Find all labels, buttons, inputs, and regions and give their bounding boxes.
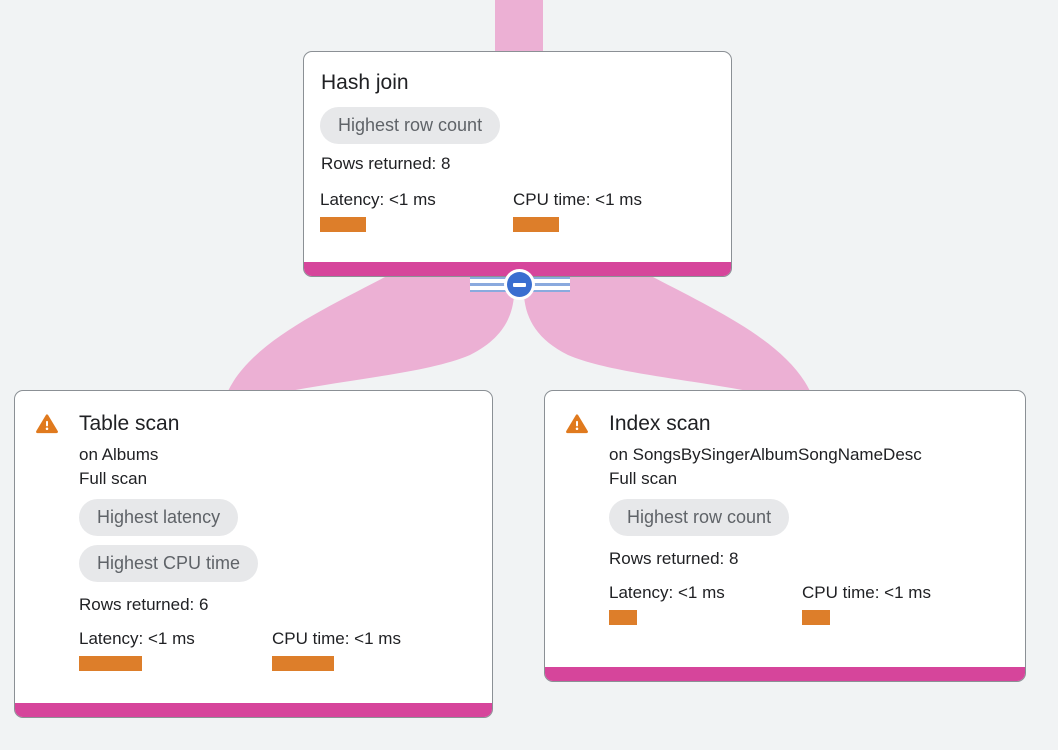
latency-bar — [609, 610, 637, 625]
node-table-scan[interactable]: Table scan on Albums Full scan Highest l… — [14, 390, 493, 718]
metrics-row: Latency: <1 ms CPU time: <1 ms — [320, 190, 715, 232]
rows-returned: Rows returned: 8 — [321, 154, 451, 173]
latency-label: Latency: <1 ms — [320, 190, 436, 209]
node-subtitle: on SongsBySingerAlbumSongNameDesc — [609, 445, 922, 464]
node-accent-bar — [15, 703, 492, 717]
rows-returned: Rows returned: 8 — [609, 549, 739, 568]
badge-highest-latency: Highest latency — [79, 499, 239, 536]
latency-label: Latency: <1 ms — [79, 629, 195, 648]
node-accent-bar — [545, 667, 1025, 681]
node-title: Index scan — [609, 412, 711, 435]
node-title: Hash join — [321, 71, 409, 94]
node-index-scan[interactable]: Index scan on SongsBySingerAlbumSongName… — [544, 390, 1026, 682]
rows-returned: Rows returned: 6 — [79, 595, 209, 614]
edge-left-child — [228, 277, 514, 391]
cpu-time-label: CPU time: <1 ms — [513, 190, 642, 209]
edge-right-child — [524, 277, 810, 391]
cpu-time-label: CPU time: <1 ms — [272, 629, 401, 648]
cpu-time-bar — [272, 656, 334, 671]
node-subtitle: on Albums — [79, 445, 159, 464]
collapse-minus-icon — [513, 283, 526, 287]
cpu-time-bar — [802, 610, 830, 625]
badge-highest-row-count: Highest row count — [320, 107, 501, 144]
collapse-children-button[interactable] — [507, 272, 532, 297]
metrics-row: Latency: <1 ms CPU time: <1 ms — [79, 629, 476, 671]
node-title: Table scan — [79, 412, 180, 435]
badge-highest-cpu-time: Highest CPU time — [79, 545, 259, 582]
latency-label: Latency: <1 ms — [609, 583, 725, 602]
cpu-time-label: CPU time: <1 ms — [802, 583, 931, 602]
cpu-time-bar — [513, 217, 559, 232]
node-hash-join[interactable]: Hash join Highest row count Rows returne… — [303, 51, 732, 277]
metrics-row: Latency: <1 ms CPU time: <1 ms — [609, 583, 1009, 625]
warning-icon — [36, 414, 58, 434]
latency-bar — [320, 217, 366, 232]
node-accent-bar — [304, 262, 731, 276]
badge-highest-row-count: Highest row count — [609, 499, 790, 536]
scan-type: Full scan — [79, 469, 148, 488]
latency-bar — [79, 656, 142, 671]
warning-icon — [566, 414, 588, 434]
edge-parent-band — [495, 0, 543, 53]
scan-type: Full scan — [609, 469, 678, 488]
